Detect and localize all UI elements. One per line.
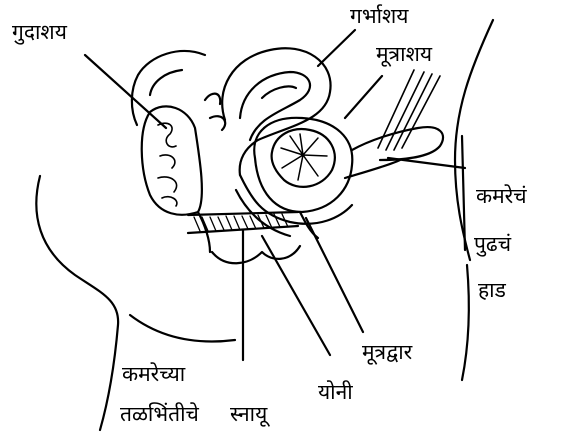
right-leg-outline (462, 265, 469, 380)
bladder-inner (272, 129, 335, 187)
label-pubic-bone-1: कमरेचं (476, 186, 527, 207)
leader-rectum (85, 55, 166, 128)
label-pubic-bone-3: हाड (478, 280, 506, 301)
label-pubic-bone-2: पुढचं (474, 234, 511, 255)
pelvic-floor-top (188, 212, 298, 215)
label-urethra: मूत्रद्वार (362, 342, 412, 363)
bladder-outer (254, 118, 352, 212)
leader-urethra (306, 218, 363, 332)
label-vagina: योनी (318, 382, 353, 403)
label-pelvic-floor-1: कमरेच्या (122, 364, 185, 385)
perineum (212, 246, 300, 263)
sacrum-inner (150, 70, 182, 95)
leader-pubic-bone (388, 158, 465, 168)
label-bladder: मूत्राशय (376, 44, 432, 65)
pubic-bone-fan (378, 70, 440, 150)
label-pelvic-floor-3: स्नायू (230, 404, 267, 425)
buttock-outline (130, 315, 235, 342)
leader-vagina (262, 236, 330, 355)
uterus-cavity (262, 86, 296, 98)
label-pelvic-floor-2: तळभिंतीचे (120, 404, 199, 425)
leader-uterus (318, 30, 355, 66)
rectum (142, 106, 202, 214)
rectum-folds (158, 123, 177, 206)
bladder-rays (281, 134, 327, 180)
sacrum-curve (132, 51, 205, 125)
label-rectum: गुदाशय (12, 22, 67, 43)
label-uterus: गर्भाशय (350, 6, 409, 27)
leader-lines (85, 30, 465, 360)
back-outline (36, 176, 118, 430)
leader-bladder (345, 76, 382, 118)
front-belly-outline (455, 20, 493, 260)
